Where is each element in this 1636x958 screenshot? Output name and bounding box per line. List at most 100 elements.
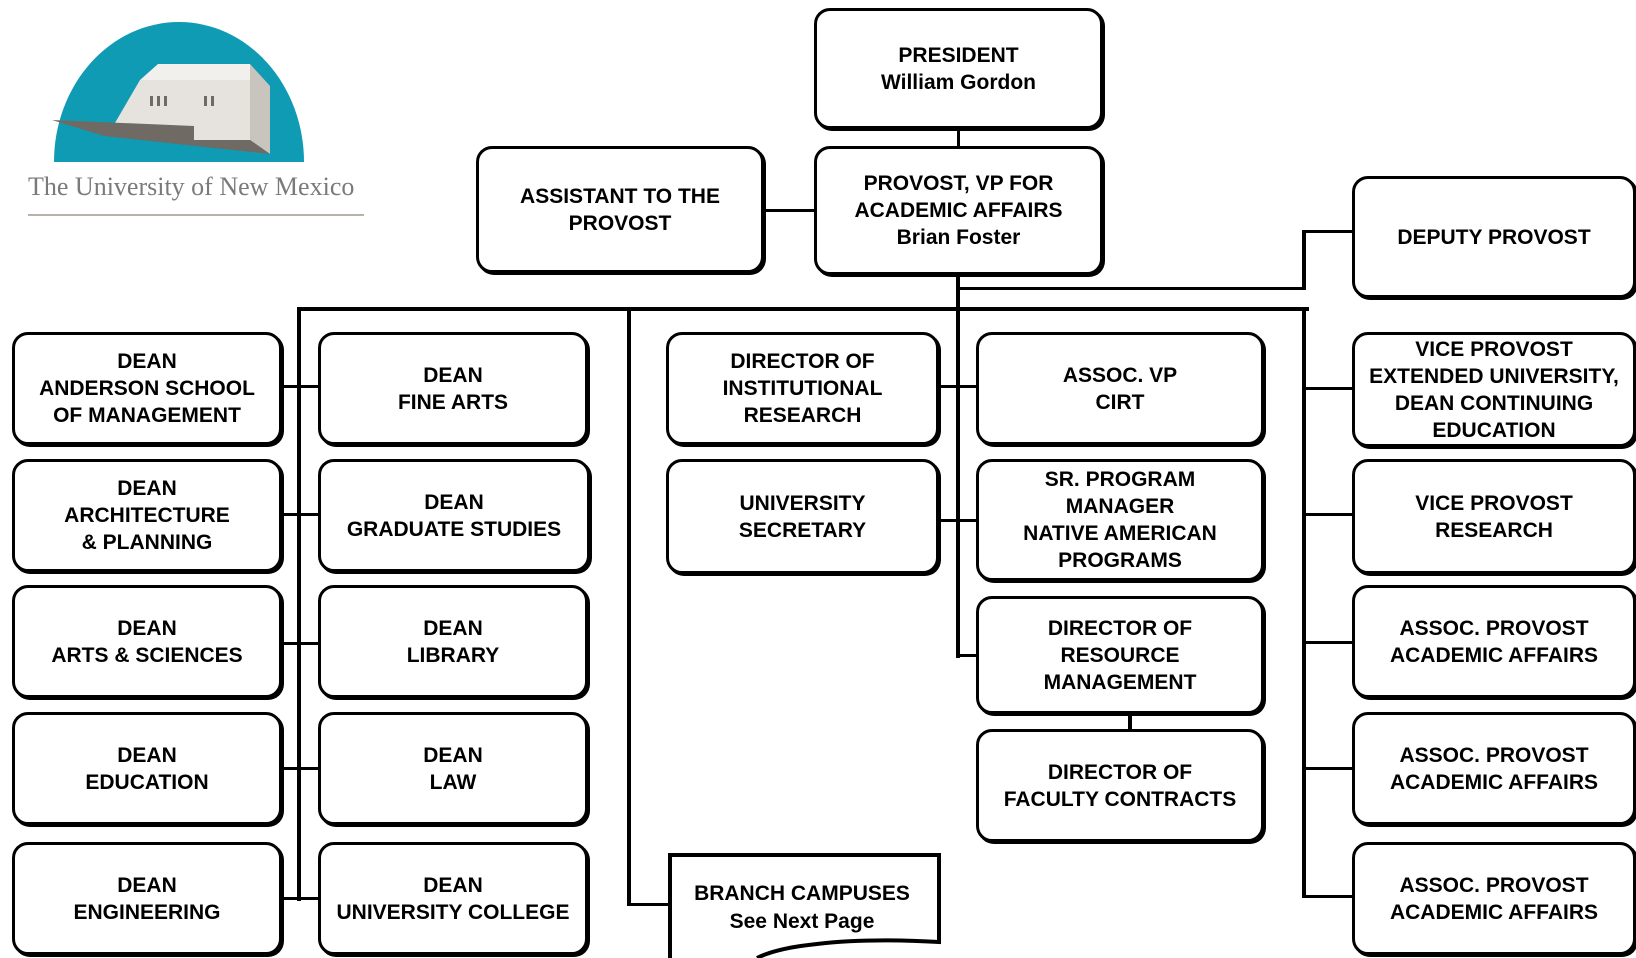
- connector-dean-row-2: [280, 513, 320, 516]
- box-line: DEAN: [424, 490, 484, 514]
- university-secretary-box: UNIVERSITY SECRETARY: [666, 459, 939, 574]
- box-line: RESOURCE: [1060, 643, 1180, 667]
- box-line: EDUCATION: [85, 770, 209, 794]
- box-line: EDUCATION: [1432, 418, 1556, 442]
- box-line: UNIVERSITY: [739, 491, 866, 515]
- box-line: DEAN: [117, 616, 177, 640]
- director-faculty-contracts-box: DIRECTOR OF FACULTY CONTRACTS: [976, 729, 1264, 842]
- connector-president-provost: [957, 128, 960, 148]
- box-line: FINE ARTS: [397, 390, 509, 414]
- dean-education-box: DEAN EDUCATION: [12, 712, 282, 825]
- box-line: ASSISTANT TO THE: [520, 184, 720, 208]
- box-line: FACULTY CONTRACTS: [1003, 787, 1237, 811]
- box-line: LIBRARY: [406, 643, 500, 667]
- box-line: PROVOST: [568, 211, 672, 235]
- connector-branch-horizontal: [627, 903, 669, 906]
- director-resource-management-box: DIRECTOR OF RESOURCE MANAGEMENT: [976, 596, 1264, 714]
- box-line: PROVOST, VP FOR: [863, 172, 1054, 195]
- connector-vp-row-1: [1302, 387, 1353, 390]
- box-line: ENGINEERING: [73, 900, 221, 924]
- connector-dean-row-1: [280, 385, 320, 388]
- connector-assistant: [763, 209, 816, 212]
- assistant-to-provost-box: ASSISTANT TO THE PROVOST: [476, 146, 764, 273]
- box-line: MANAGEMENT: [1043, 670, 1197, 694]
- connector-vp-trunk: [1302, 307, 1306, 898]
- box-line: EXTENDED UNIVERSITY,: [1369, 364, 1619, 388]
- box-line: OF MANAGEMENT: [53, 404, 241, 427]
- box-line: INSTITUTIONAL: [722, 377, 883, 400]
- dean-engineering-box: DEAN ENGINEERING: [12, 842, 282, 955]
- box-line: ACADEMIC AFFAIRS: [1389, 900, 1599, 924]
- box-line: DIRECTOR OF: [1047, 760, 1193, 784]
- box-line: DEAN: [117, 477, 177, 500]
- branch-campuses-title: BRANCH CAMPUSES: [694, 882, 910, 905]
- assoc-vp-cirt-box: ASSOC. VP CIRT: [976, 332, 1264, 445]
- box-line: DEAN: [117, 350, 177, 373]
- box-line: DEAN: [117, 873, 177, 897]
- connector-vp-row-5: [1302, 895, 1353, 898]
- connector-center-row-2: [937, 519, 979, 522]
- connector-deputy-horizontal: [956, 287, 1306, 290]
- box-line: RESEARCH: [743, 404, 862, 427]
- box-line: DEAN: [423, 616, 483, 640]
- director-institutional-research-box: DIRECTOR OF INSTITUTIONAL RESEARCH: [666, 332, 939, 445]
- connector-center-row-1: [937, 385, 979, 388]
- box-line: CIRT: [1095, 390, 1145, 414]
- connector-provost-trunk: [956, 274, 960, 658]
- connector-deputy-vertical: [1302, 230, 1306, 290]
- provost-box: PROVOST, VP FOR ACADEMIC AFFAIRS Brian Fos…: [814, 146, 1103, 275]
- box-line: ACADEMIC AFFAIRS: [1389, 643, 1599, 667]
- box-line: DEAN: [117, 743, 177, 767]
- box-line: SR. PROGRAM: [1044, 468, 1196, 491]
- assoc-provost-box-1: ASSOC. PROVOST ACADEMIC AFFAIRS: [1352, 585, 1636, 698]
- box-line: NATIVE AMERICAN: [1023, 522, 1217, 545]
- box-line: DIRECTOR OF: [1047, 616, 1193, 640]
- box-line: DEAN CONTINUING: [1394, 391, 1594, 415]
- box-line: ASSOC. VP: [1062, 363, 1178, 387]
- connector-dean-row-3: [280, 642, 320, 645]
- university-name: The University of New Mexico: [28, 172, 355, 201]
- box-line: RESEARCH: [1435, 518, 1553, 542]
- president-box: PRESIDENT William Gordon: [814, 8, 1103, 129]
- box-line: LAW: [429, 770, 477, 794]
- box-line: Brian Foster: [896, 226, 1021, 249]
- box-line: DEAN: [423, 363, 483, 387]
- unm-logo-icon: [52, 22, 304, 162]
- dean-fine-arts-box: DEAN FINE ARTS: [318, 332, 588, 445]
- dean-architecture-box: DEAN ARCHITECTURE & PLANNING: [12, 459, 282, 572]
- connector-dean-row-4: [280, 767, 320, 770]
- connector-vp-row-3: [1302, 641, 1353, 644]
- assoc-provost-box-2: ASSOC. PROVOST ACADEMIC AFFAIRS: [1352, 712, 1636, 825]
- connector-dean-row-5: [280, 897, 320, 900]
- dean-library-box: DEAN LIBRARY: [318, 585, 588, 698]
- branch-campuses-shape: [668, 853, 941, 958]
- connector-resource-faculty: [1128, 712, 1132, 731]
- box-line: PRESIDENT: [898, 43, 1019, 67]
- box-line: & PLANNING: [81, 531, 213, 554]
- dean-university-college-box: DEAN UNIVERSITY COLLEGE: [318, 842, 588, 955]
- box-line: DEPUTY PROVOST: [1397, 225, 1591, 249]
- box-line: William Gordon: [881, 70, 1036, 94]
- box-line: ANDERSON SCHOOL: [39, 377, 255, 400]
- vice-provost-research-box: VICE PROVOST RESEARCH: [1352, 459, 1636, 574]
- box-line: UNIVERSITY COLLEGE: [336, 900, 570, 924]
- box-line: DEAN: [423, 873, 483, 897]
- box-line: ASSOC. PROVOST: [1399, 616, 1589, 640]
- connector-deputy-stub: [1302, 230, 1353, 233]
- box-line: ACADEMIC AFFAIRS: [1389, 770, 1599, 794]
- dean-anderson-box: DEAN ANDERSON SCHOOL OF MANAGEMENT: [12, 332, 282, 445]
- connector-branch-vertical: [627, 307, 631, 906]
- box-line: ASSOC. PROVOST: [1399, 743, 1589, 767]
- box-line: ARCHITECTURE: [64, 504, 230, 527]
- logo-rule: [28, 214, 364, 216]
- box-line: DIRECTOR OF: [730, 350, 875, 373]
- box-line: VICE PROVOST: [1415, 491, 1573, 515]
- branch-campuses-label: BRANCH CAMPUSES See Next Page: [667, 880, 937, 936]
- box-line: SECRETARY: [738, 518, 867, 542]
- box-line: ACADEMIC AFFAIRS: [854, 199, 1063, 222]
